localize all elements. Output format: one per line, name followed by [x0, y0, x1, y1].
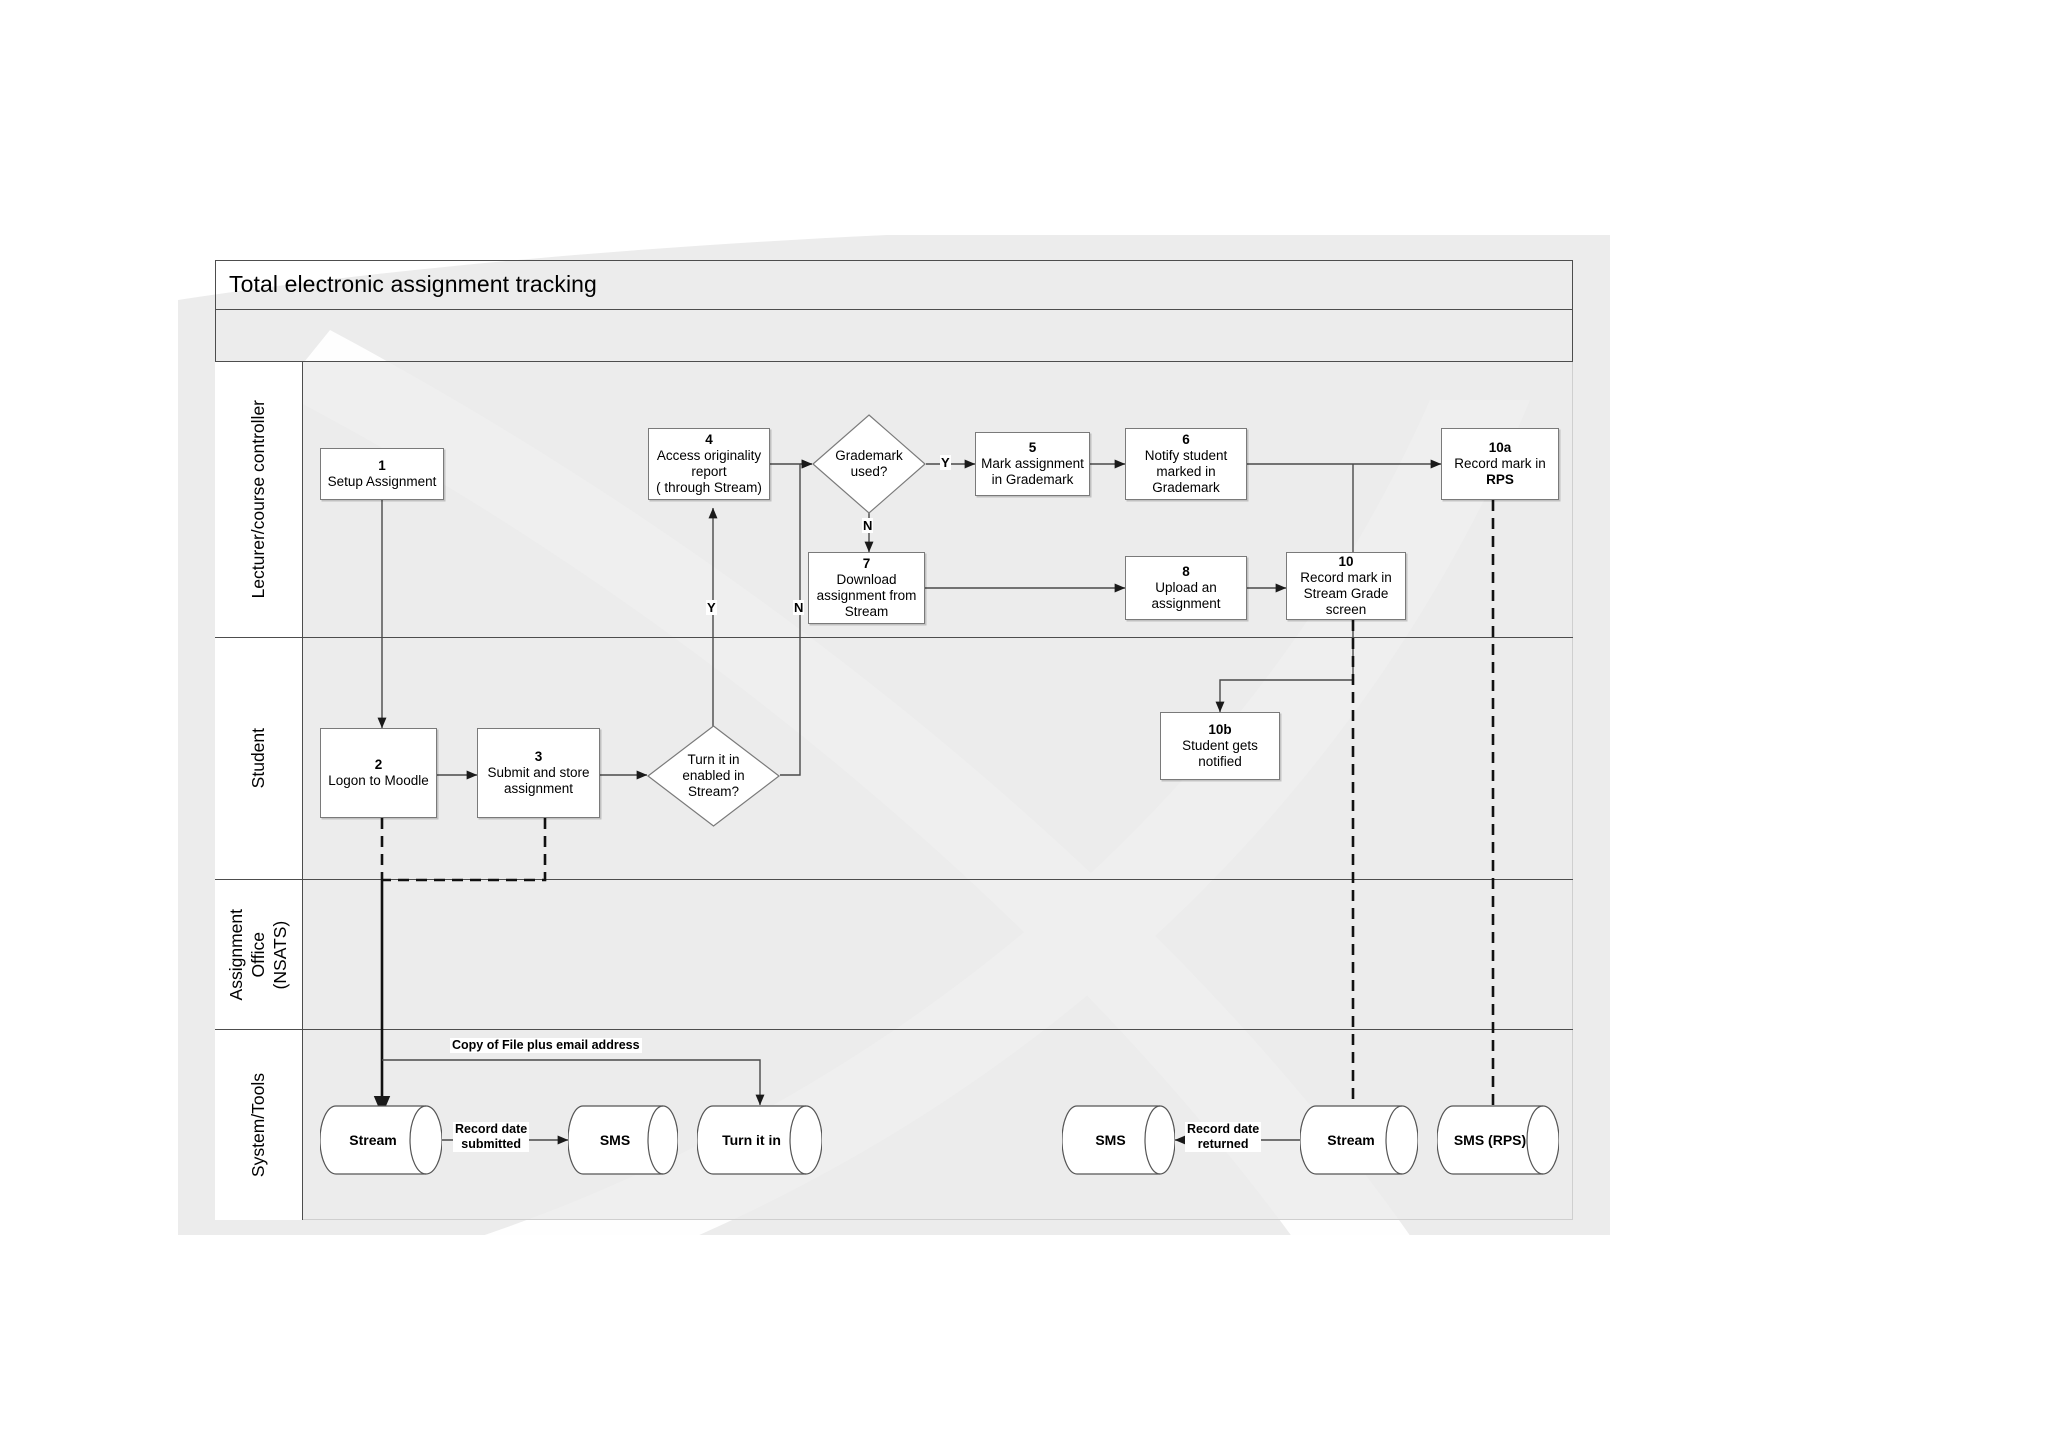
- cylinder-shape: [568, 1105, 678, 1175]
- node-2-number: 2: [374, 757, 383, 773]
- edge-label-grademark-no: N: [862, 518, 874, 533]
- datastore-stream-left[interactable]: Stream: [320, 1105, 442, 1175]
- node-7-number: 7: [862, 556, 871, 572]
- edge-label-turnitin-yes: Y: [706, 600, 717, 615]
- datastore-sms-right[interactable]: SMS: [1062, 1105, 1175, 1175]
- node-8-label: Upload an assignment: [1151, 580, 1221, 611]
- node-10b-label: Student gets notified: [1182, 738, 1258, 769]
- edge-label-turnitin-no: N: [793, 600, 805, 615]
- node-5-label: Mark assignment in Grademark: [981, 456, 1084, 487]
- node-2-logon-to-moodle[interactable]: 2 Logon to Moodle: [320, 728, 437, 818]
- node-1-number: 1: [378, 458, 386, 474]
- node-6-number: 6: [1182, 432, 1190, 448]
- datastore-stream-left-label: Stream: [349, 1132, 397, 1148]
- decision-turn-it-in-enabled[interactable]: Turn it in enabled in Stream?: [647, 725, 780, 827]
- datastore-sms-rps[interactable]: SMS (RPS): [1437, 1105, 1559, 1175]
- edge-label-record-date-returned: Record date returned: [1185, 1122, 1262, 1152]
- datastore-stream-right-label: Stream: [1327, 1132, 1375, 1148]
- cylinder-shape: [320, 1105, 442, 1175]
- node-10a-number: 10a: [1488, 440, 1512, 456]
- node-2-label: Logon to Moodle: [328, 773, 429, 788]
- node-8-upload-an-assignment[interactable]: 8 Upload an assignment: [1125, 556, 1247, 620]
- swimlane-assignment-office-label: Assignment Office (NSATS): [225, 908, 290, 1001]
- edge-label-grademark-yes: Y: [940, 455, 951, 470]
- swimlane-student-label: Student: [247, 728, 268, 789]
- cylinder-shape: [1437, 1105, 1559, 1175]
- node-7-label: Download assignment from Stream: [816, 572, 917, 619]
- node-8-number: 8: [1182, 564, 1190, 580]
- cylinder-shape: [1300, 1105, 1418, 1175]
- node-4-access-originality-report[interactable]: 4 Access originality report ( through St…: [648, 428, 770, 500]
- node-4-label: Access originality report ( through Stre…: [656, 448, 762, 495]
- node-3-number: 3: [534, 749, 543, 765]
- edge-label-copy-of-file: Copy of File plus email address: [450, 1038, 642, 1053]
- cylinder-shape: [697, 1105, 822, 1175]
- node-10-record-mark-stream-grade[interactable]: 10 Record mark in Stream Grade screen: [1286, 552, 1406, 620]
- node-1-label: Setup Assignment: [327, 474, 437, 489]
- datastore-sms-left-label: SMS: [599, 1132, 631, 1148]
- swimlane-system-tools-label: System/Tools: [247, 1072, 268, 1178]
- datastore-sms-rps-label: SMS (RPS): [1453, 1132, 1527, 1148]
- node-3-submit-and-store-assignment[interactable]: 3 Submit and store assignment: [477, 728, 600, 818]
- page-title: Total electronic assignment tracking: [229, 271, 597, 297]
- node-3-label: Submit and store assignment: [487, 765, 590, 796]
- diamond-shape: [647, 725, 780, 827]
- edge-label-record-date-submitted: Record date submitted: [453, 1122, 530, 1152]
- node-10b-number: 10b: [1208, 722, 1232, 738]
- swimlane-lecturer-header: Lecturer/course controller: [215, 362, 303, 637]
- datastore-sms-right-label: SMS: [1095, 1132, 1126, 1148]
- datastore-turn-it-in-label: Turn it in: [722, 1132, 781, 1148]
- node-5-mark-assignment-in-grademark[interactable]: 5 Mark assignment in Grademark: [975, 432, 1090, 496]
- node-4-number: 4: [705, 432, 713, 448]
- node-6-label: Notify student marked in Grademark: [1144, 448, 1228, 495]
- node-6-notify-student-marked[interactable]: 6 Notify student marked in Grademark: [1125, 428, 1247, 500]
- decision-turn-it-in-enabled-label: Turn it in enabled in Stream?: [682, 752, 745, 799]
- node-10b-student-gets-notified[interactable]: 10b Student gets notified: [1160, 712, 1280, 780]
- node-10-label: Record mark in Stream Grade screen: [1300, 570, 1392, 617]
- swimlane-system-tools-header: System/Tools: [215, 1030, 303, 1220]
- datastore-sms-left[interactable]: SMS: [568, 1105, 678, 1175]
- swimlane-assignment-office-body: [303, 880, 1573, 1029]
- diagram-subtitle-bar: [215, 310, 1573, 362]
- swimlane-lecturer-label: Lecturer/course controller: [247, 400, 268, 599]
- node-10-number: 10: [1338, 554, 1354, 570]
- swimlane-assignment-office: Assignment Office (NSATS): [215, 880, 1573, 1030]
- swimlane-student-header: Student: [215, 638, 303, 879]
- node-5-number: 5: [1028, 440, 1037, 456]
- swimlane-assignment-office-header: Assignment Office (NSATS): [215, 880, 303, 1029]
- decision-grademark-used-label: Grademark used?: [835, 448, 903, 479]
- cylinder-shape: [1062, 1105, 1175, 1175]
- diagram-title-bar: Total electronic assignment tracking: [215, 260, 1573, 310]
- decision-grademark-used[interactable]: Grademark used?: [812, 414, 926, 514]
- diamond-shape: [812, 414, 926, 514]
- datastore-stream-right[interactable]: Stream: [1300, 1105, 1418, 1175]
- datastore-turn-it-in[interactable]: Turn it in: [697, 1105, 822, 1175]
- node-1-setup-assignment[interactable]: 1 Setup Assignment: [320, 448, 444, 500]
- node-7-download-assignment-from-stream[interactable]: 7 Download assignment from Stream: [808, 552, 925, 624]
